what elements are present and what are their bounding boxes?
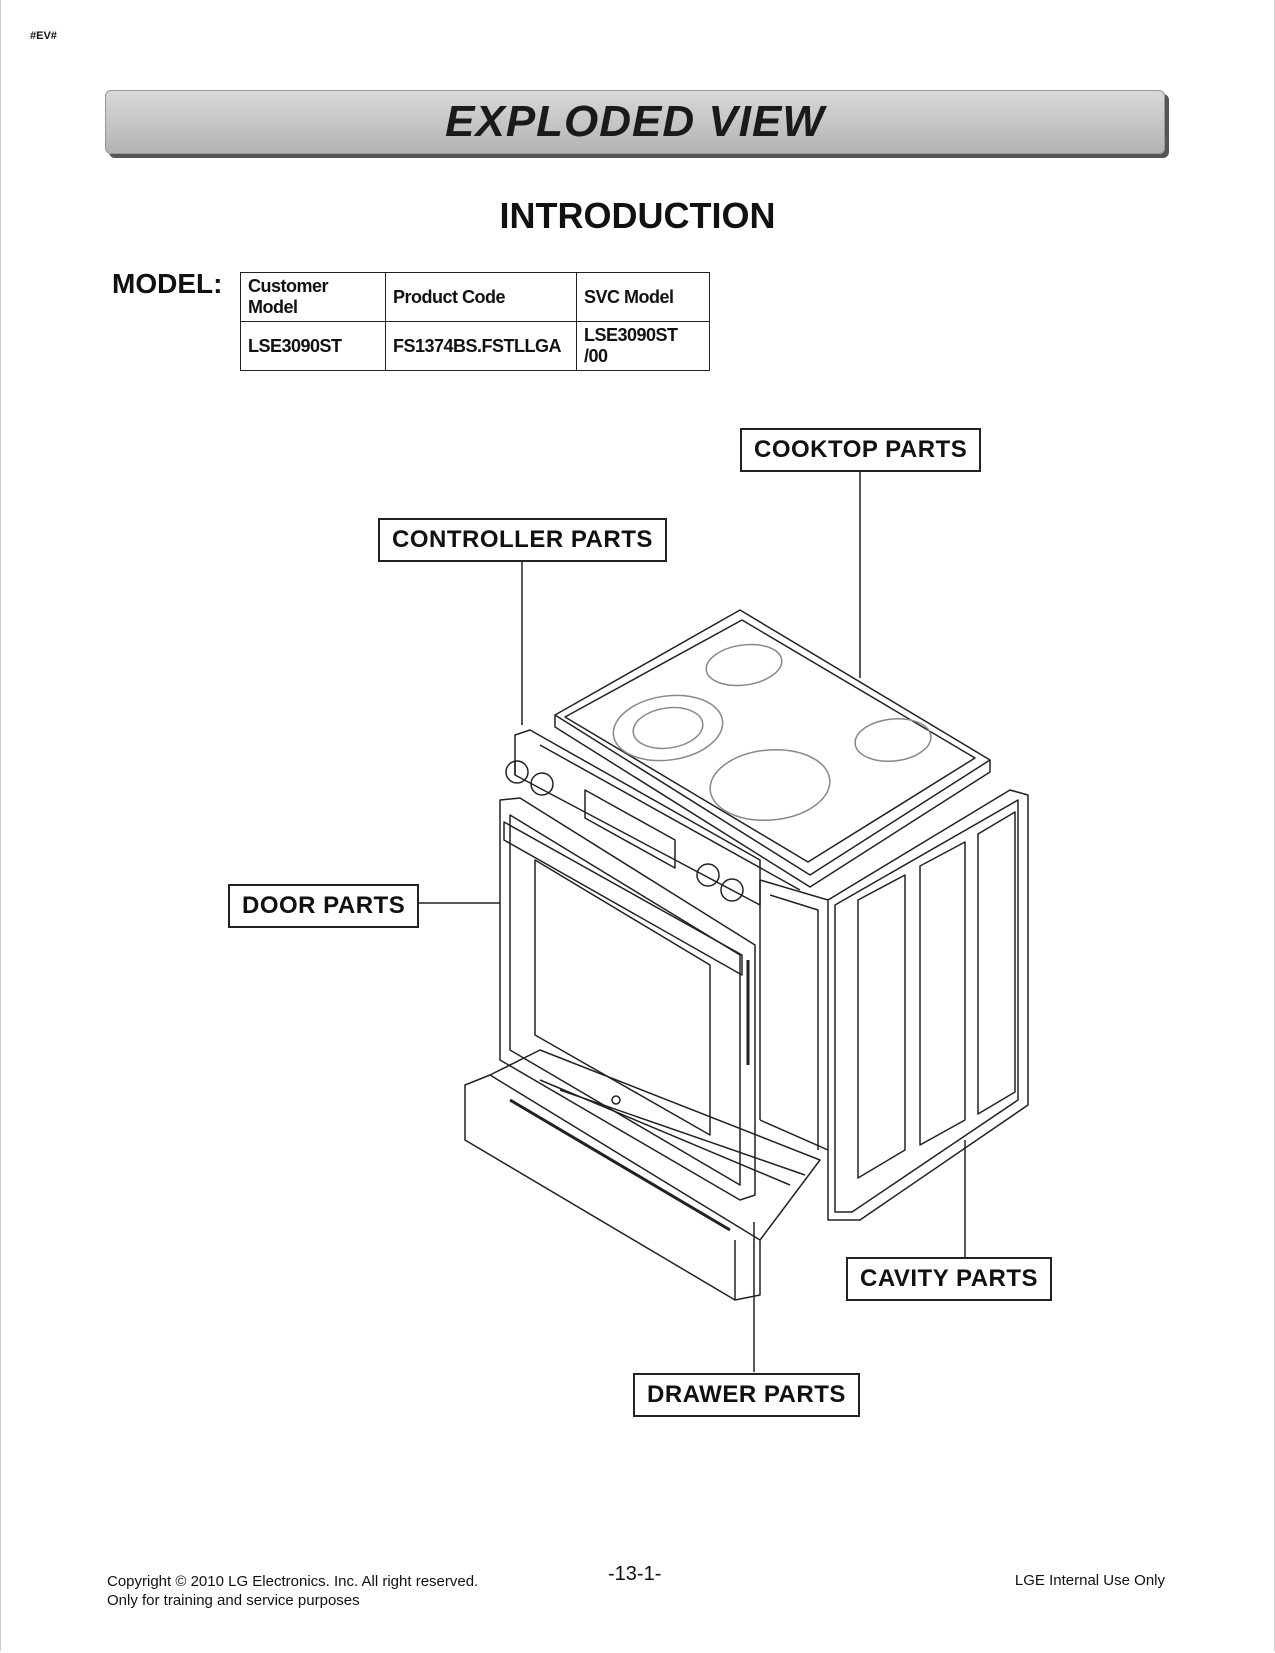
footer-internal: LGE Internal Use Only	[1014, 1572, 1165, 1589]
controller-parts-label: CONTROLLER PARTS	[378, 518, 667, 562]
model-table-row: LSE3090ST FS1374BS.FSTLLGA LSE3090ST /00	[240, 321, 710, 371]
page-number: -13-1-	[608, 1563, 662, 1585]
footer-purpose: Only for training and service purposes	[107, 1592, 360, 1609]
controller-assembly	[505, 729, 801, 906]
model-label: MODEL:	[112, 268, 223, 299]
cavity-parts-label: CAVITY PARTS	[846, 1257, 1053, 1301]
cell-customer-model: LSE3090ST	[240, 321, 386, 371]
section-title: INTRODUCTION	[499, 195, 776, 236]
cooktop-assembly	[554, 609, 991, 888]
drawer-assembly	[464, 1049, 821, 1301]
drawer-parts-label: DRAWER PARTS	[633, 1373, 860, 1417]
footer-left: Copyright © 2010 LG Electronics. Inc. Al…	[107, 1572, 478, 1610]
cavity-body	[759, 789, 1029, 1221]
header-customer-model: Customer Model	[240, 272, 386, 322]
cell-product-code: FS1374BS.FSTLLGA	[385, 321, 577, 371]
door-assembly	[499, 797, 756, 1201]
page-tag: #EV#	[30, 30, 57, 42]
footer-copyright: Copyright © 2010 LG Electronics. Inc. Al…	[107, 1573, 479, 1590]
door-parts-label: DOOR PARTS	[228, 884, 420, 928]
banner-title: EXPLODED VIEW	[445, 97, 825, 146]
model-table: Customer Model Product Code SVC Model LS…	[240, 272, 710, 371]
cooktop-parts-label: COOKTOP PARTS	[740, 428, 982, 472]
cell-svc-model: LSE3090ST /00	[576, 321, 710, 371]
title-banner: EXPLODED VIEW	[105, 90, 1165, 154]
